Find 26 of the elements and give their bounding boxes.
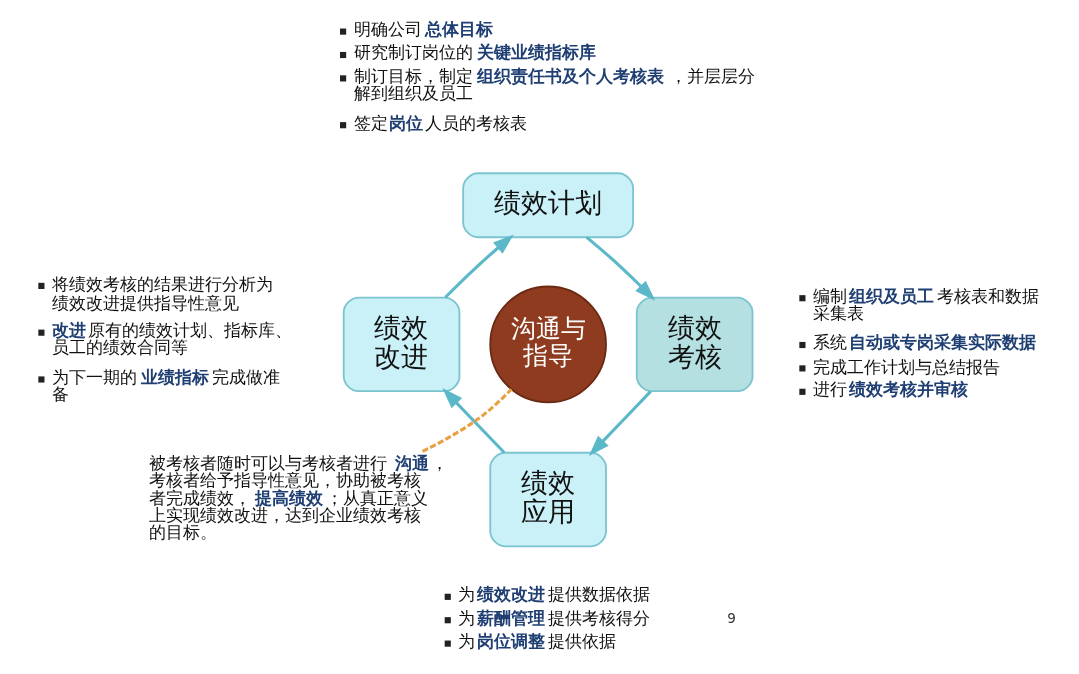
node-label: 编制组织及员工考核表和数据采集表 [812,285,1040,323]
node-label: 制订目标，制定组织责任书及个人考核表，并层层分解到组织及员工 [353,65,756,103]
arrow [585,236,656,301]
node-label: 明确公司总体目标 [353,18,493,39]
node-box: 绩效考核 [635,296,754,393]
node-label: 完成工作计划与总结报告 [812,356,1000,377]
arrow [442,388,506,454]
connector [421,388,513,453]
arrow [444,234,514,299]
node-circle: 沟通与指导 [489,285,607,404]
node-label: 为绩效改进提供数据依据 [458,584,651,605]
node-label: 系统自动或专岗采集实际数据 [812,332,1036,353]
label: 9 [727,610,736,627]
node-text: 被考核者随时可以与考核者进行沟通，考核者给予指导性意见，协助被考核者完成绩效，提高绩效；从真正意义上实现绩效改进，达到企业绩效考核的目标。 [149,453,449,542]
node-box: 绩效改进 [342,296,461,393]
node-label: 签定岗位人员的考核表 [353,112,527,133]
node-label: 改进原有的绩效计划、指标库、员工的绩效合同等 [51,320,292,358]
node-label: 将绩效考核的结果进行分析为绩效改进提供指导性意见 [51,274,273,313]
node-box: 绩效计划 [462,172,634,239]
node-label: 为薪酬管理提供考核得分 [458,607,651,628]
node-label: 为岗位调整提供依据 [458,630,617,651]
arrow [588,390,652,456]
node-box: 绩效应用 [489,451,607,548]
node-label: 进行绩效考核并审核 [812,379,968,400]
node-label: 研究制订岗位的关键业绩指标库 [353,42,596,63]
node-label: 为下一期的业绩指标完成做准备 [51,366,280,405]
